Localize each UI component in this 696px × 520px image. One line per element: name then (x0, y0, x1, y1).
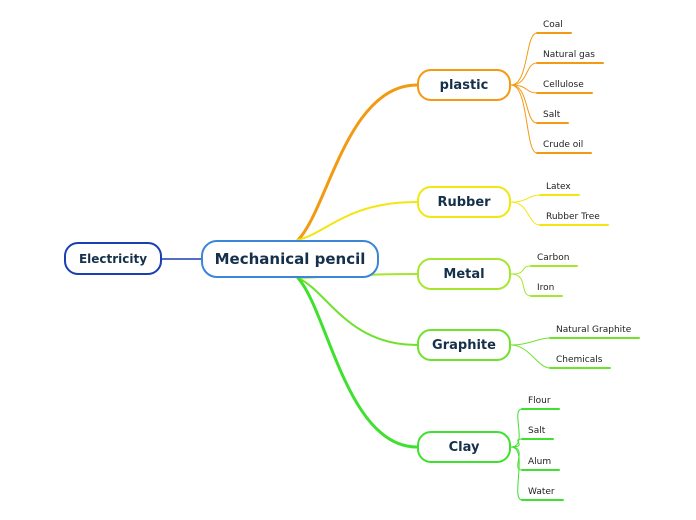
node-graphite[interactable]: Graphite (417, 329, 511, 361)
connector-rubber-leaf-0 (510, 194, 580, 203)
connector-root-to-rubber (297, 201, 418, 241)
node-clay[interactable]: Clay (417, 431, 511, 463)
connector-metal-leaf-0 (510, 265, 578, 275)
leaf-rubber-tree[interactable]: Rubber Tree (546, 212, 600, 222)
leaf-cellulose[interactable]: Cellulose (543, 80, 584, 90)
leaf-chemicals[interactable]: Chemicals (556, 355, 603, 365)
leaf-salt[interactable]: Salt (543, 110, 561, 120)
connector-root-to-plastic (296, 83, 419, 242)
leaf-salt-clay[interactable]: Salt (528, 426, 546, 436)
node-rubber[interactable]: Rubber (417, 186, 511, 218)
leaf-natural-gas[interactable]: Natural gas (543, 50, 595, 60)
leaf-natural-graphite[interactable]: Natural Graphite (556, 325, 632, 335)
leaf-coal[interactable]: Coal (543, 20, 563, 30)
node-plastic[interactable]: plastic (417, 69, 511, 101)
connector-graphite-leaf-0 (510, 337, 640, 346)
node-mechanical-pencil[interactable]: Mechanical pencil (201, 240, 379, 278)
leaf-flour[interactable]: Flour (528, 396, 551, 406)
connector-root-to-graphite (297, 277, 418, 346)
node-metal[interactable]: Metal (417, 258, 511, 290)
connector-root-to-clay (296, 276, 419, 449)
node-electricity[interactable]: Electricity (64, 242, 162, 275)
leaf-carbon[interactable]: Carbon (537, 253, 570, 263)
leaf-iron[interactable]: Iron (537, 283, 555, 293)
leaf-alum[interactable]: Alum (528, 457, 552, 467)
leaf-latex[interactable]: Latex (546, 182, 571, 192)
leaf-water[interactable]: Water (528, 487, 555, 497)
connector-clay-leaf-1 (510, 438, 554, 448)
leaf-crude-oil[interactable]: Crude oil (543, 140, 584, 150)
